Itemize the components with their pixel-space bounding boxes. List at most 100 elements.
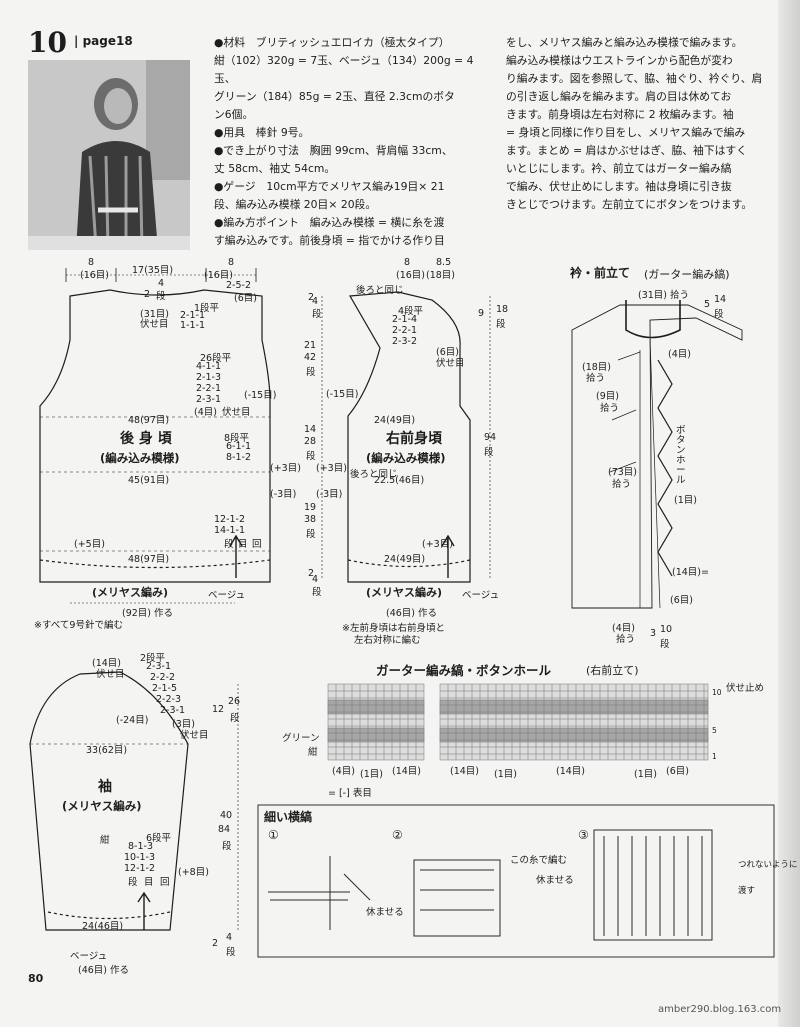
label: 拾う <box>586 373 606 384</box>
label: 目 <box>144 877 154 888</box>
text-line: いとじにします。衿、前立てはガーター編み縞 <box>506 162 732 175</box>
label: (16目) <box>80 270 110 281</box>
label: 24(49目) <box>384 554 426 565</box>
text-line: 編み込み模様はウエストラインから配色が変わ <box>506 54 733 67</box>
label: 26段平 <box>200 353 232 364</box>
back-subtitle: (編み込み模様) <box>100 451 180 465</box>
label: (-3目) <box>270 489 297 500</box>
label: 45(91目) <box>128 475 170 486</box>
label: 2-2-1 <box>196 383 221 394</box>
label: 24(46目) <box>82 921 124 932</box>
label: 94 <box>484 432 497 443</box>
label: 6段平 <box>146 833 172 844</box>
label: (3目) <box>172 719 195 730</box>
label: 19 <box>304 502 317 513</box>
label: 2-1-1 <box>180 310 205 321</box>
front-body-outline <box>347 291 471 583</box>
label: 段 <box>312 309 322 320</box>
label: (73目) <box>608 467 638 478</box>
label: 2-3-1 <box>160 705 185 716</box>
label: 伏せ目 <box>222 407 251 418</box>
model-photo <box>28 60 190 250</box>
label: (-15目) <box>326 389 359 400</box>
label: (+8目) <box>178 867 209 878</box>
label: 42 <box>304 352 317 363</box>
watermark: amber290.blog.163.com <box>658 1004 782 1015</box>
text-line: をし、メリヤス編みと編み込み模様で編みます。 <box>506 36 743 49</box>
label: 40 <box>220 810 233 821</box>
stripes-title: 細い横縞 <box>264 810 313 824</box>
label: 伏せ目 <box>436 358 465 369</box>
label: (+3目) <box>316 463 347 474</box>
label: 14 <box>304 424 317 435</box>
label: 48(97目) <box>128 415 170 426</box>
chart-subtitle: (右前立て) <box>586 664 639 677</box>
text-line: ●用具 棒針 9号。 <box>214 126 310 139</box>
text-line: ン6個。 <box>214 108 254 121</box>
label: 2-3-2 <box>392 336 417 347</box>
label: つれないように <box>738 860 798 870</box>
label: (+3目) <box>270 463 301 474</box>
label: 12-1-2 <box>124 863 156 874</box>
label: 22.5(46目) <box>374 475 425 486</box>
label: (14目) <box>556 766 586 777</box>
label: 2 <box>308 568 315 579</box>
label: 28 <box>304 436 317 447</box>
text-line: ●材料 ブリティッシュエロイカ（極太タイプ） <box>214 36 450 49</box>
button-band-chart <box>327 683 709 761</box>
label: 休ませる <box>536 875 574 886</box>
collar-subtitle: (ガーター編み縞) <box>644 268 730 281</box>
label: ボタンホール <box>676 425 686 486</box>
label: 段 <box>312 587 322 598</box>
sleeve-outline <box>29 671 189 931</box>
pattern-number: 10 <box>28 26 67 59</box>
label: (18目) <box>426 270 456 281</box>
label: ベージュ <box>70 951 108 962</box>
label: (46目) 作る <box>78 965 130 976</box>
label: 1段平 <box>194 303 220 314</box>
label: (6目) <box>436 347 459 358</box>
label: 後ろと同じ <box>356 285 404 296</box>
label: 目 <box>238 539 248 550</box>
label: 伏せ目 <box>96 669 125 680</box>
label: グリーン <box>282 733 320 744</box>
label: 2-1-4 <box>392 314 417 325</box>
front-title: 右前身頃 <box>386 431 442 447</box>
label: 4段平 <box>398 306 424 317</box>
label: 4 <box>158 278 165 289</box>
label: 8 <box>404 257 411 268</box>
label: 紺 <box>100 835 110 846</box>
label: 84 <box>218 824 231 835</box>
label: 段 <box>496 319 506 330</box>
label: 8段平 <box>224 433 250 444</box>
label: (4目) <box>668 349 691 360</box>
label: 2段平 <box>140 653 166 664</box>
label: ※左前身頃は右前身頃と <box>342 623 445 634</box>
chart-legend: = [-] 表目 <box>328 788 372 799</box>
stripe-step-drawings <box>268 829 713 941</box>
label: 26 <box>228 696 241 707</box>
label: ② <box>392 828 403 842</box>
label: 4-1-1 <box>196 361 221 372</box>
label: (-3目) <box>316 489 343 500</box>
label: 4 <box>312 574 319 585</box>
label: 拾う <box>612 479 632 490</box>
label: (14目) <box>450 766 480 777</box>
label: 段 <box>306 529 316 540</box>
page-number: 80 <box>28 972 44 985</box>
label: (9目) <box>596 391 619 402</box>
label: ③ <box>578 828 589 842</box>
label: (1目) <box>634 769 657 780</box>
label: 14 <box>714 294 727 305</box>
label: 段 <box>222 841 232 852</box>
label: (6目) <box>234 293 257 304</box>
label: 段 <box>484 447 494 458</box>
label: 8 <box>88 257 95 268</box>
label: (4目) <box>332 766 355 777</box>
label: 左右対称に編む <box>354 635 421 646</box>
label: 8 <box>228 257 235 268</box>
label: 8-1-3 <box>128 841 153 852</box>
label: 12 <box>212 704 225 715</box>
label: 1-1-1 <box>180 320 205 331</box>
